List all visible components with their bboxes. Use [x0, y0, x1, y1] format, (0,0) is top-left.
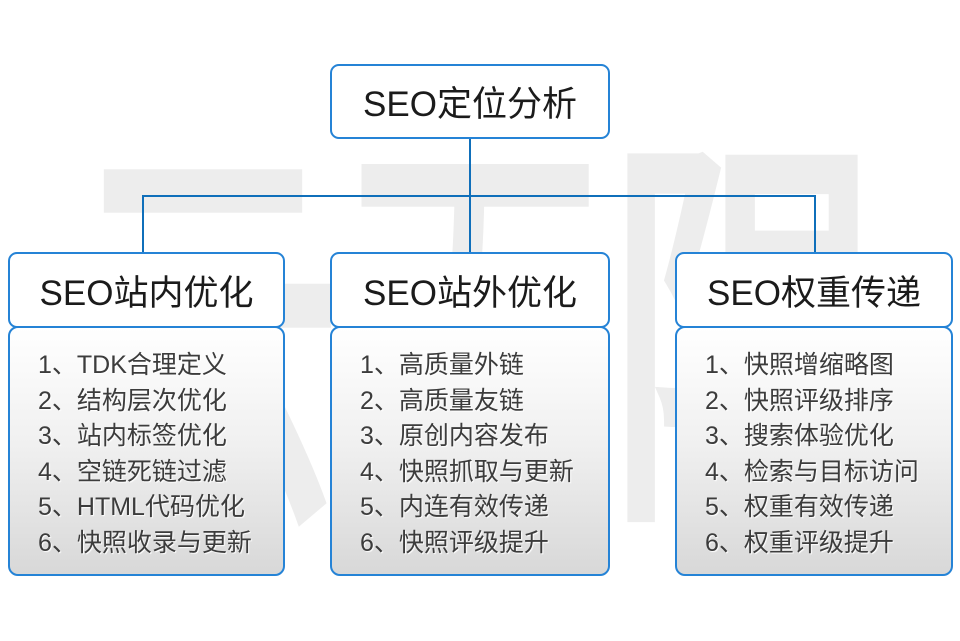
list-item: 1、TDK合理定义 — [38, 351, 227, 379]
list-item: 6、快照收录与更新 — [38, 528, 252, 557]
connector-branch-right — [814, 195, 816, 254]
list-item: 2、快照评级排序 — [705, 386, 894, 415]
branch-header-onsite: SEO站内优化 — [8, 252, 285, 328]
branch-header-weight: SEO权重传递 — [675, 252, 953, 328]
connector-branch-middle — [469, 195, 471, 254]
list-item: 2、高质量友链 — [360, 386, 524, 415]
root-node: SEO定位分析 — [330, 64, 610, 139]
list-item: 3、原创内容发布 — [360, 422, 549, 450]
list-item: 1、快照增缩略图 — [705, 351, 894, 379]
list-item: 4、检索与目标访问 — [705, 457, 919, 486]
branch-list-onsite: 1、TDK合理定义 2、结构层次优化 3、站内标签优化 4、空链死链过滤 5、H… — [8, 326, 285, 576]
list-item: 3、站内标签优化 — [38, 422, 227, 450]
list-item: 3、搜索体验优化 — [705, 422, 894, 450]
list-item: 5、内连有效传递 — [360, 493, 549, 521]
list-item: 2、结构层次优化 — [38, 386, 227, 415]
connector-branch-left — [142, 195, 144, 254]
branch-list-weight: 1、快照增缩略图 2、快照评级排序 3、搜索体验优化 4、检索与目标访问 5、权… — [675, 326, 953, 576]
list-item: 4、空链死链过滤 — [38, 457, 227, 486]
list-item: 1、高质量外链 — [360, 351, 524, 379]
list-item: 5、权重有效传递 — [705, 493, 894, 521]
list-item: 5、HTML代码优化 — [38, 493, 245, 521]
branch-header-offsite: SEO站外优化 — [330, 252, 610, 328]
list-item: 6、权重评级提升 — [705, 528, 894, 557]
branch-list-offsite: 1、高质量外链 2、高质量友链 3、原创内容发布 4、快照抓取与更新 5、内连有… — [330, 326, 610, 576]
connector-horizontal — [142, 195, 816, 197]
list-item: 4、快照抓取与更新 — [360, 457, 574, 486]
connector-root-stem — [469, 139, 471, 196]
list-item: 6、快照评级提升 — [360, 528, 549, 557]
